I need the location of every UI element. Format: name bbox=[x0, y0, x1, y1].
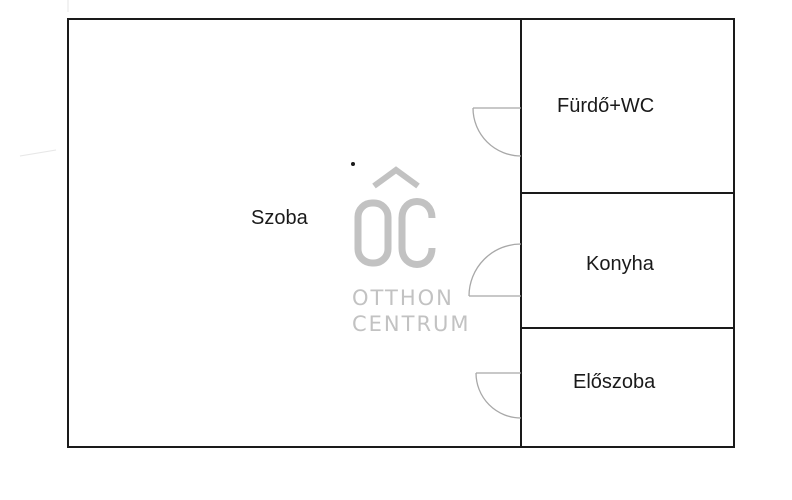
watermark-line2: CENTRUM bbox=[352, 312, 471, 336]
room-label-eloszoba: Előszoba bbox=[573, 371, 656, 393]
dot-mark bbox=[351, 162, 355, 166]
door-swing-icon bbox=[468, 243, 522, 297]
outer-wall bbox=[67, 18, 735, 448]
door-swing-icon bbox=[472, 107, 522, 157]
watermark-line1: OTTHON bbox=[352, 286, 454, 310]
scan-artifact bbox=[19, 149, 57, 157]
door-swing-icon bbox=[475, 372, 522, 419]
room-label-szoba: Szoba bbox=[251, 207, 308, 229]
watermark-logo bbox=[354, 166, 436, 268]
room-label-furdo: Fürdő+WC bbox=[557, 95, 655, 117]
room-label-konyha: Konyha bbox=[586, 253, 654, 275]
